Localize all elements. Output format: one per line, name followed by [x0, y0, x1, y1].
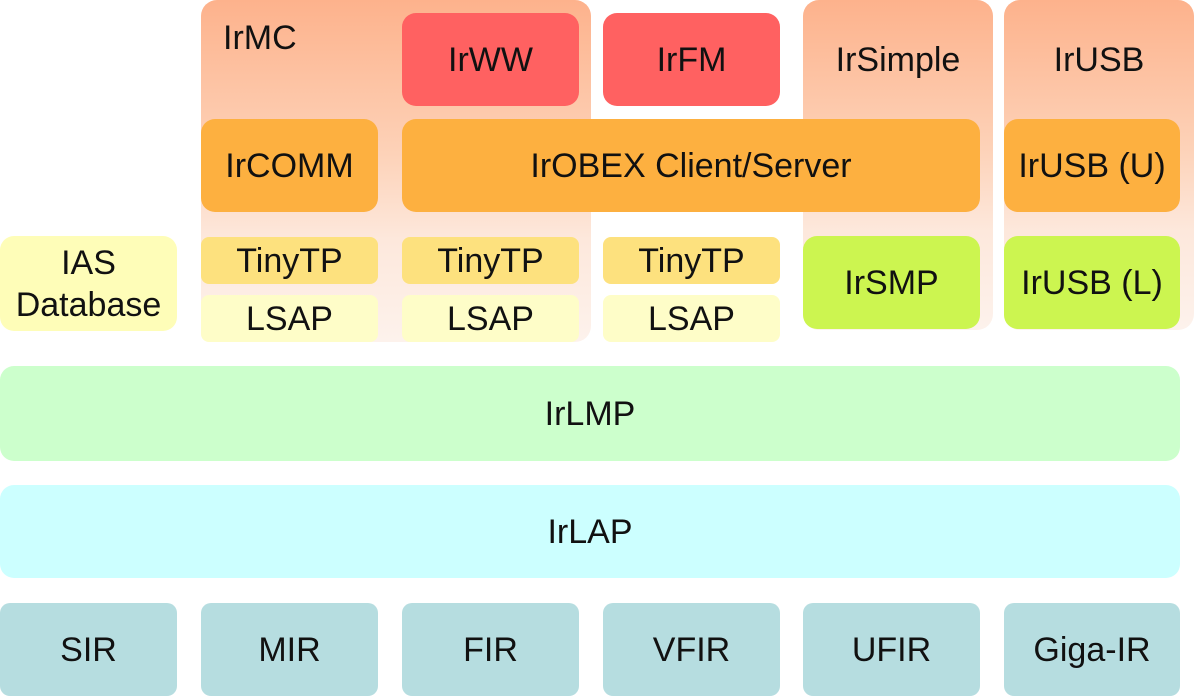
irusb-label: IrUSB	[1053, 41, 1145, 79]
physical-fir-label: FIR	[463, 630, 518, 669]
tinytp-label-1: TinyTP	[236, 241, 343, 280]
ias-line-1: IAS	[61, 243, 116, 282]
lsap-box-3: LSAP	[603, 295, 780, 342]
ircomm-box: IrCOMM	[201, 119, 378, 212]
irlap-box: IrLAP	[0, 485, 1180, 578]
lsap-box-2: LSAP	[402, 295, 579, 342]
physical-giga-ir-box: Giga-IR	[1004, 603, 1180, 696]
lsap-label-3: LSAP	[648, 299, 735, 338]
irww-label: IrWW	[448, 40, 533, 79]
irusb-l-label: IrUSB (L)	[1021, 263, 1163, 302]
irusb-u-box: IrUSB (U)	[1004, 119, 1180, 212]
lsap-label-1: LSAP	[246, 299, 333, 338]
irobex-label: IrOBEX Client/Server	[530, 146, 852, 185]
tinytp-label-3: TinyTP	[638, 241, 745, 280]
physical-sir-label: SIR	[60, 630, 117, 669]
irfm-box: IrFM	[603, 13, 780, 106]
irmc-label: IrMC	[223, 19, 297, 57]
tinytp-box-3: TinyTP	[603, 237, 780, 284]
physical-sir-box: SIR	[0, 603, 177, 696]
lsap-label-2: LSAP	[447, 299, 534, 338]
physical-fir-box: FIR	[402, 603, 579, 696]
physical-vfir-label: VFIR	[652, 630, 731, 669]
physical-mir-box: MIR	[201, 603, 378, 696]
irlap-label: IrLAP	[547, 512, 633, 551]
irsmp-box: IrSMP	[803, 236, 980, 329]
irfm-label: IrFM	[656, 40, 727, 79]
physical-vfir-box: VFIR	[603, 603, 780, 696]
irsimple-label: IrSimple	[835, 41, 961, 79]
irusb-l-box: IrUSB (L)	[1004, 236, 1180, 329]
irlmp-label: IrLMP	[544, 394, 636, 433]
ias-database-box: IAS Database	[0, 236, 177, 331]
lsap-box-1: LSAP	[201, 295, 378, 342]
irobex-box: IrOBEX Client/Server	[402, 119, 980, 212]
irww-box: IrWW	[402, 13, 579, 106]
physical-giga-ir-label: Giga-IR	[1033, 630, 1151, 669]
physical-ufir-label: UFIR	[851, 630, 932, 669]
irsmp-label: IrSMP	[844, 263, 939, 302]
physical-ufir-box: UFIR	[803, 603, 980, 696]
ircomm-label: IrCOMM	[225, 146, 354, 185]
tinytp-box-1: TinyTP	[201, 237, 378, 284]
physical-mir-label: MIR	[258, 630, 321, 669]
ias-line-2: Database	[15, 285, 162, 324]
tinytp-label-2: TinyTP	[437, 241, 544, 280]
tinytp-box-2: TinyTP	[402, 237, 579, 284]
irusb-u-label: IrUSB (U)	[1018, 146, 1166, 185]
irlmp-box: IrLMP	[0, 366, 1180, 461]
